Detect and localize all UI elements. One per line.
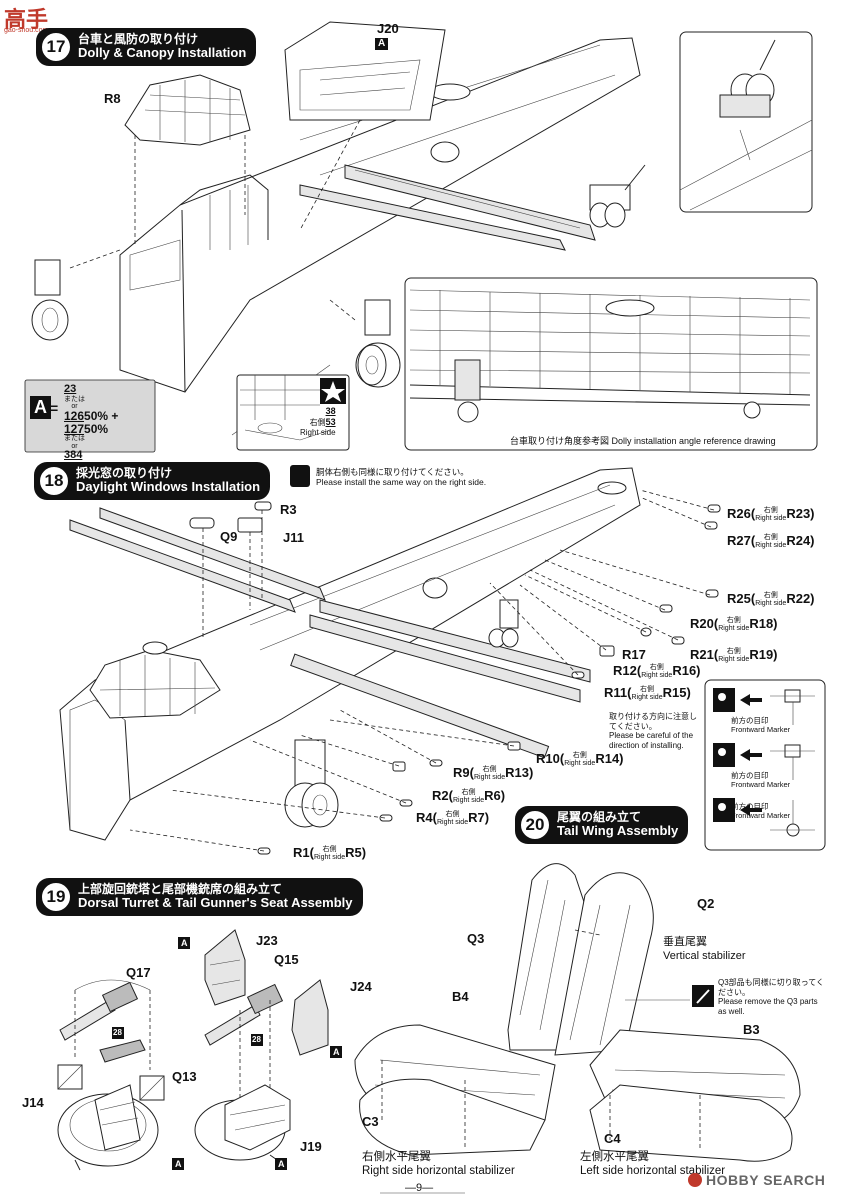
step-title-en: Dolly & Canopy Installation xyxy=(78,45,247,61)
paint-23: 23 xyxy=(64,383,77,395)
marker-frame xyxy=(704,679,826,851)
step20-heading: 20 尾翼の組み立て Tail Wing Assembly xyxy=(515,806,689,844)
part-C4: C4 xyxy=(604,1131,621,1146)
step-title-en: Daylight Windows Installation xyxy=(76,479,261,495)
part-C3: C3 xyxy=(362,1114,379,1129)
step18-heading: 18 採光窓の取り付け Daylight Windows Installatio… xyxy=(34,462,271,500)
part-B4: B4 xyxy=(452,989,469,1004)
step20-tail xyxy=(354,863,801,1162)
star-detail-labels: 38 右側53 Right side xyxy=(300,406,336,437)
right-hstab-label: 右側水平尾翼 Right side horizontal stabilizer xyxy=(362,1151,515,1178)
step-title-jp: 尾翼の組み立て xyxy=(557,810,642,825)
part-Q17: Q17 xyxy=(126,965,151,980)
part-R8: R8 xyxy=(104,91,121,106)
A-badge-2: A xyxy=(333,1047,340,1057)
step17-fuselage xyxy=(31,21,641,436)
vertical-stabilizer-label: 垂直尾翼 Vertical stabilizer xyxy=(663,936,746,963)
part-J19: J19 xyxy=(300,1139,322,1154)
step-title-jp: 台車と風防の取り付け xyxy=(78,32,199,47)
step-title-en: Dorsal Turret & Tail Gunner's Seat Assem… xyxy=(78,895,353,911)
hobby-search-logo: HOBBY SEARCH xyxy=(688,1172,825,1188)
part-Q13: Q13 xyxy=(172,1069,197,1084)
direction-note: 取り付ける方向に注意してください。 Please be careful of t… xyxy=(609,712,697,750)
watermark-url: gao-shou.com xyxy=(4,27,49,34)
step-title-jp: 採光窓の取り付け xyxy=(76,466,173,481)
step-number: 17 xyxy=(40,31,72,63)
step18-fuselage xyxy=(59,467,721,855)
step17-heading: 17 台車と風防の取り付け Dolly & Canopy Installatio… xyxy=(36,28,257,66)
step18-note: 胴体右側も同様に取り付けてください。 Please install the sa… xyxy=(316,467,487,488)
callout-A-box xyxy=(24,379,156,453)
watermark-logo: 高手 xyxy=(4,2,48,34)
part-R17: R17 xyxy=(622,647,646,662)
A-badge-1: A xyxy=(181,938,188,948)
part-B3: B3 xyxy=(743,1022,760,1037)
step-number: 20 xyxy=(519,809,551,841)
logo-icon xyxy=(688,1173,702,1187)
decal-28-b: 28 xyxy=(252,1035,261,1044)
dolly-reference-drawing xyxy=(404,277,818,451)
paint-127: 127 xyxy=(64,421,85,436)
part-Q2: Q2 xyxy=(697,896,715,911)
step19-parts xyxy=(57,929,342,1171)
part-Q9: Q9 xyxy=(220,529,238,544)
A-badge-4: A xyxy=(278,1159,285,1169)
paint-384: 384 xyxy=(64,449,83,462)
dolly-ref-caption: 台車取り付け角度参考図 Dolly installation angle ref… xyxy=(510,436,776,446)
q3-remove-note: Q3部品も同様に切り取ってください。 Please remove the Q3 … xyxy=(718,978,825,1016)
part-J24: J24 xyxy=(350,979,372,994)
part-A-badge: A xyxy=(375,38,389,50)
note-icon xyxy=(290,465,310,487)
A-badge-3: A xyxy=(175,1159,182,1169)
step-number: 18 xyxy=(38,465,70,497)
part-J14: J14 xyxy=(22,1095,44,1110)
decal-28-a: 28 xyxy=(113,1028,122,1037)
step-title-en: Tail Wing Assembly xyxy=(557,823,679,839)
page-number: —9— xyxy=(405,1182,434,1194)
paint-126: 126 xyxy=(64,409,85,424)
watermark-text: 高手 xyxy=(4,7,49,32)
brand-text: HOBBY SEARCH xyxy=(706,1172,826,1188)
star-detail xyxy=(236,374,350,451)
dolly-detail-inset xyxy=(589,31,813,228)
part-J11: J11 xyxy=(283,530,304,545)
part-J20: J20 xyxy=(377,21,399,36)
part-R3: R3 xyxy=(280,502,297,517)
step19-heading: 19 上部旋回銃塔と尾部機銃席の組み立て Dorsal Turret & Tai… xyxy=(36,878,363,916)
callout-A-letter: A xyxy=(30,396,51,419)
part-Q3: Q3 xyxy=(467,931,485,946)
part-Q15: Q15 xyxy=(274,952,299,967)
step-title-jp: 上部旋回銃塔と尾部機銃席の組み立て xyxy=(78,882,283,897)
part-J23: J23 xyxy=(256,933,278,948)
step-number: 19 xyxy=(40,881,72,913)
